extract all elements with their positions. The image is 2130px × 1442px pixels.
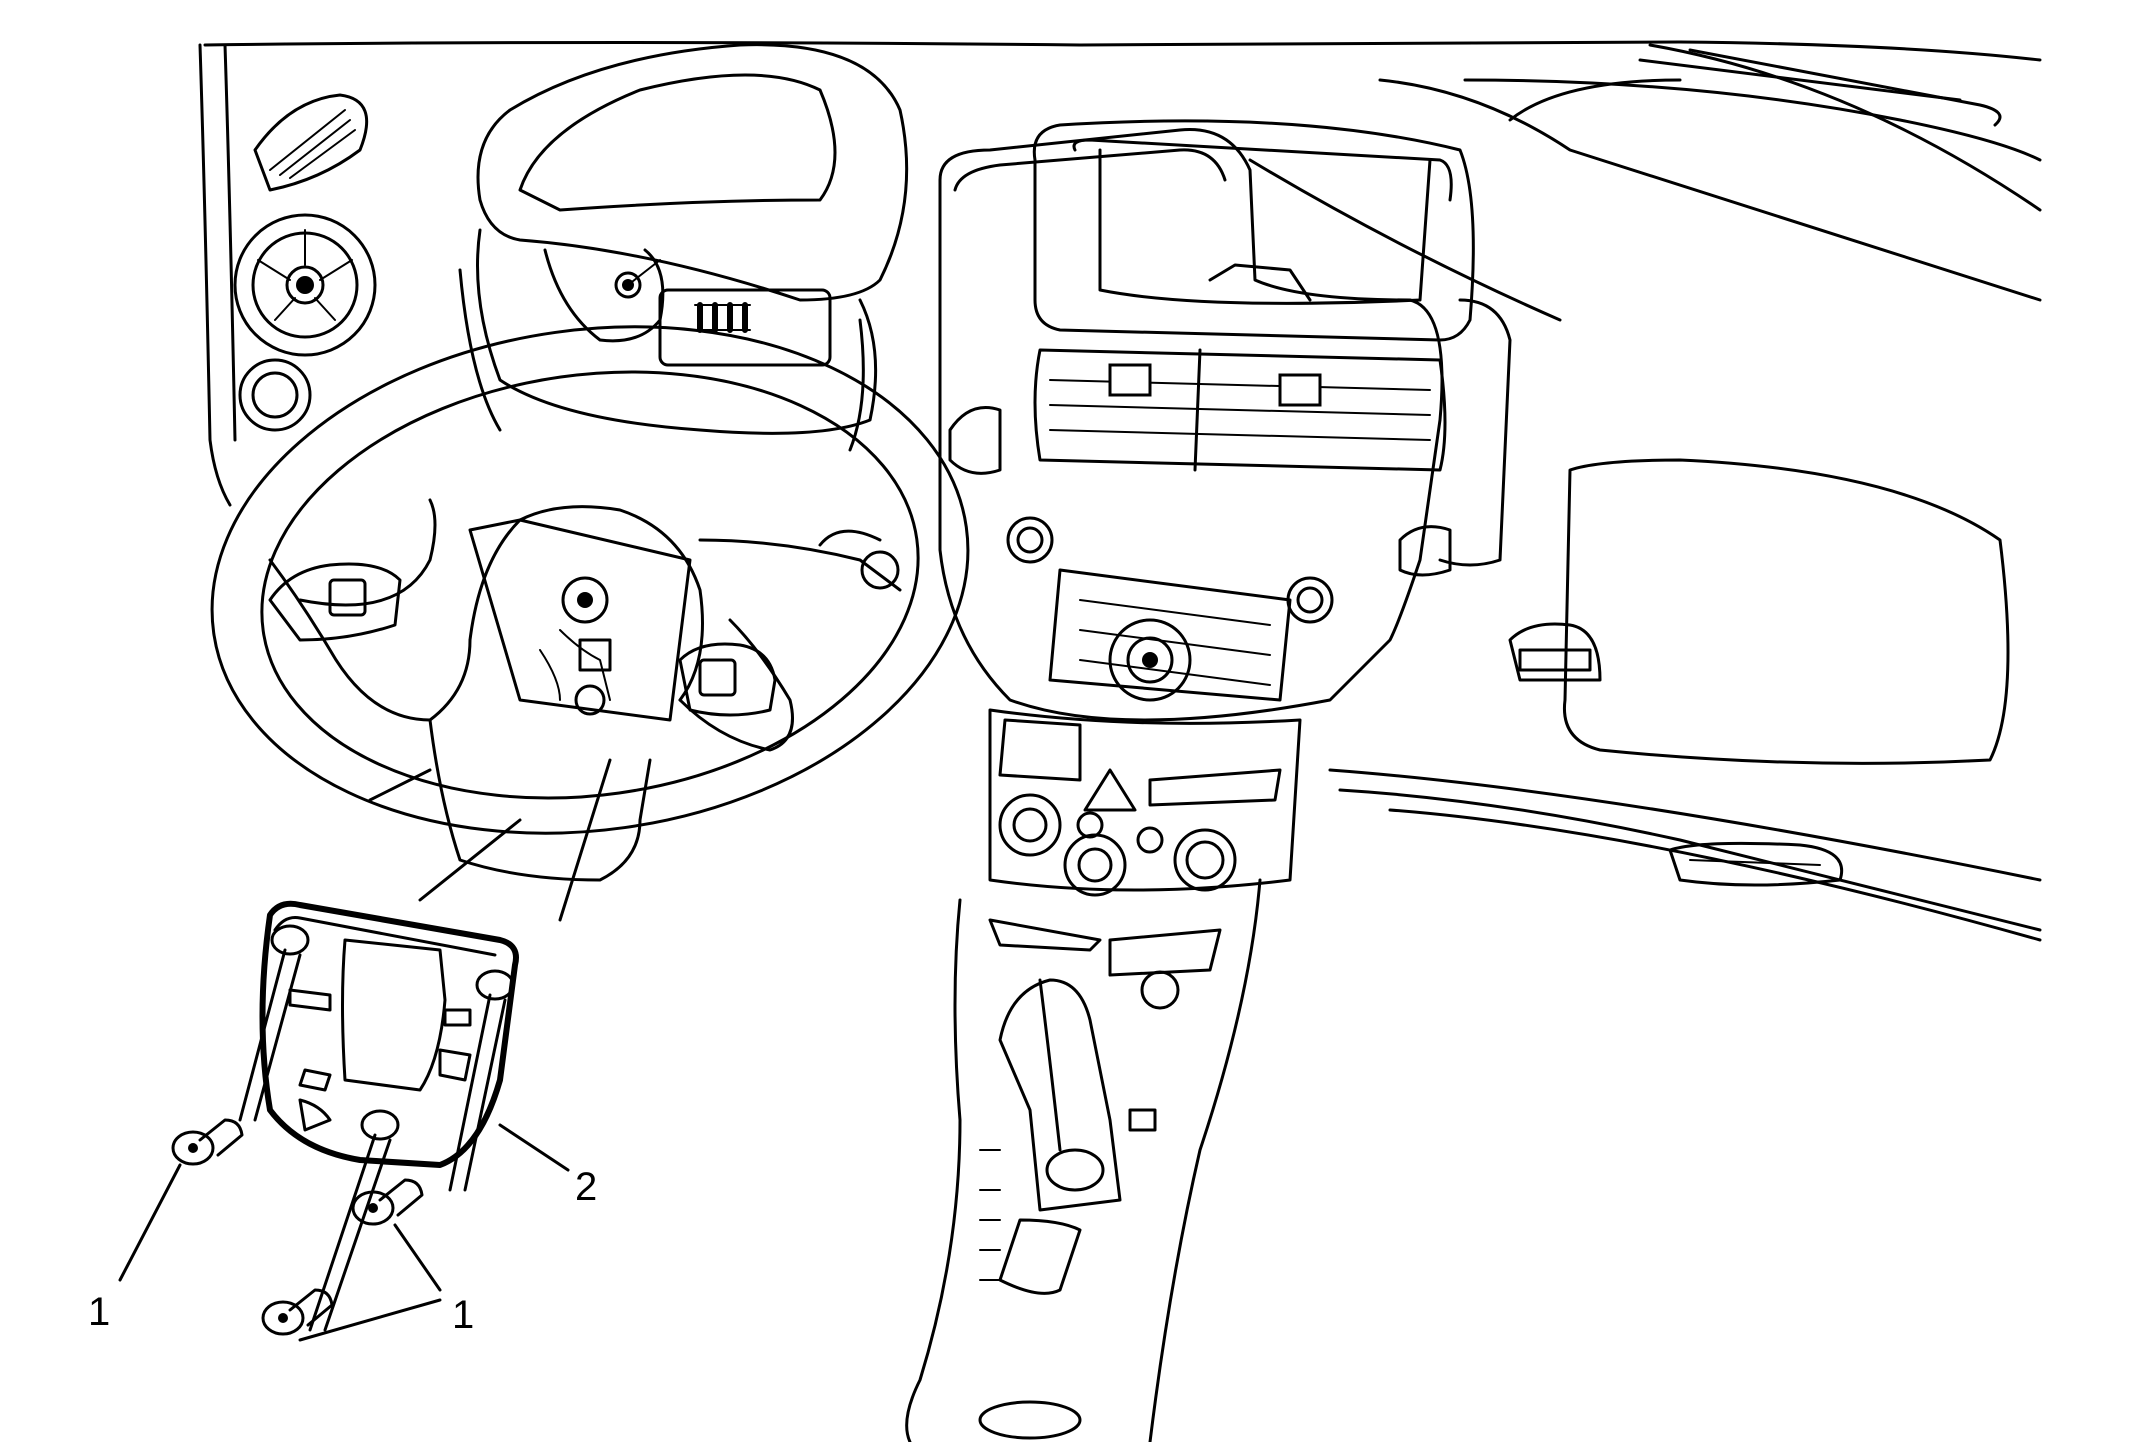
steering-wheel-bezel [259, 900, 519, 1168]
odometer-display [694, 302, 751, 333]
assembly-guide-lines [238, 758, 612, 1332]
callout-bezel-number: 2 [575, 1165, 597, 1209]
callout-leaders [118, 1123, 570, 1342]
callout-screw-left-number: 1 [88, 1290, 110, 1334]
screw-left [171, 1118, 244, 1166]
gear-indicator [979, 1149, 1001, 1281]
glovebox [1508, 458, 2010, 887]
center-console [905, 878, 1262, 1442]
climate-controls [988, 708, 1302, 897]
callout-screws-bottom-number: 1 [452, 1293, 474, 1337]
instrument-cluster [458, 43, 909, 452]
screw-right [351, 1178, 424, 1226]
screw-bottom [261, 1288, 334, 1336]
steering-wheel [210, 325, 970, 882]
dashboard-outline [203, 40, 2042, 942]
left-air-vent [198, 43, 377, 507]
bezel-screws [171, 1118, 424, 1336]
center-stack [938, 119, 1512, 722]
